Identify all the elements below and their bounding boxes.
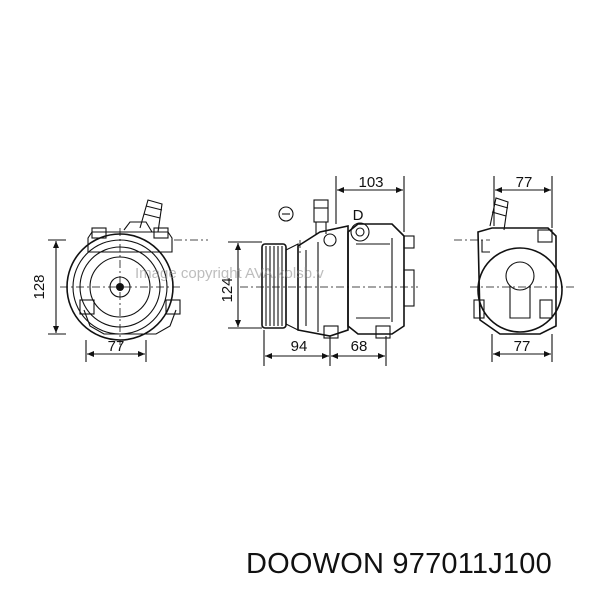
port-label-d: D	[353, 207, 364, 224]
dim-left-height: 128	[31, 274, 48, 299]
dim-center-bottom-right: 68	[351, 338, 368, 355]
brand-name: DOOWON	[246, 548, 385, 580]
dim-center-bottom-left: 94	[291, 338, 308, 355]
left-view	[48, 199, 208, 362]
dim-center-height: 124	[219, 277, 236, 302]
center-view	[228, 176, 418, 366]
dim-left-width: 77	[108, 338, 125, 355]
right-view	[454, 176, 576, 362]
dim-right-bottom: 77	[514, 338, 531, 355]
watermark-text: Image copyright AVA.kolsb.v	[135, 265, 324, 282]
dim-right-top: 77	[516, 174, 533, 191]
part-number: 977011J100	[392, 548, 552, 580]
part-caption: DOOWON 977011J100	[246, 548, 552, 581]
compressor-technical-drawing: 128 77 103 124 94 68 77 77 D Image copyr…	[31, 174, 576, 366]
dim-center-top: 103	[358, 174, 383, 191]
